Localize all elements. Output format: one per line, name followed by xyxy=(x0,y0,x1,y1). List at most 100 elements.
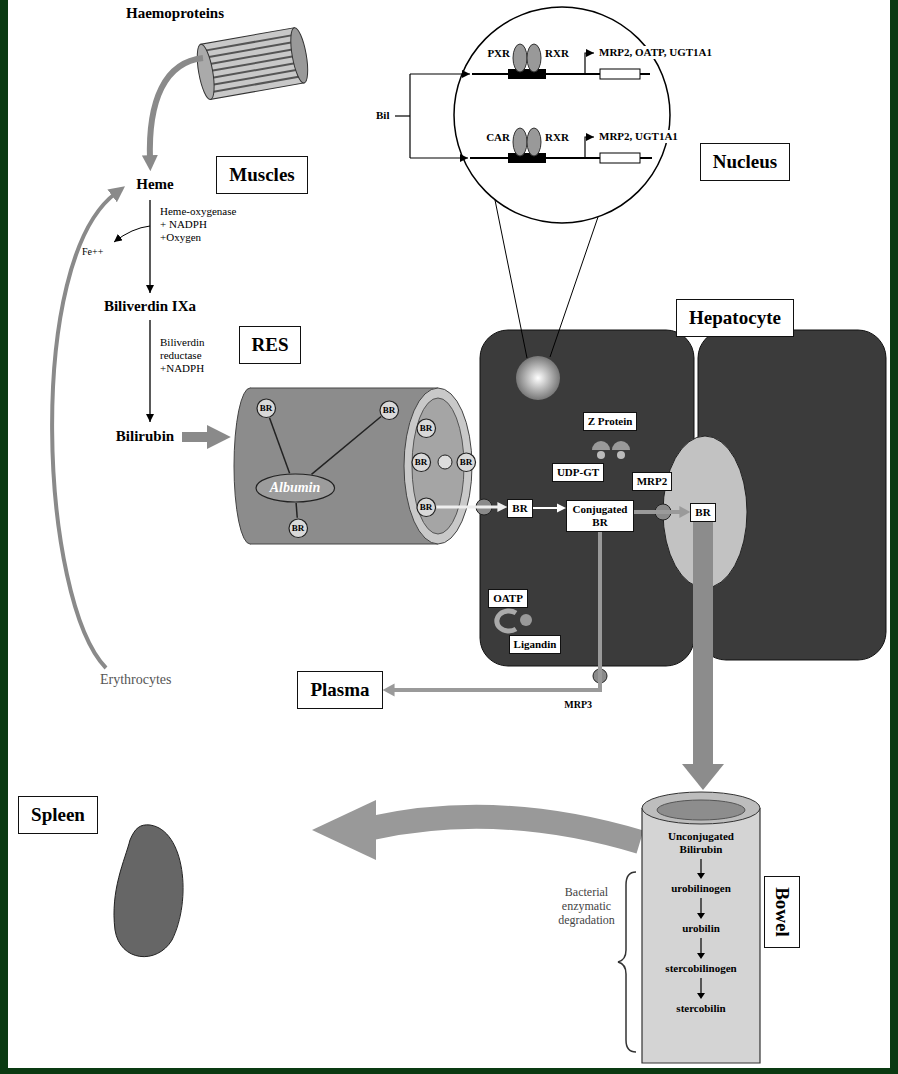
tube-opening xyxy=(642,792,760,824)
node-text: Albumin xyxy=(270,480,321,496)
step-arrow xyxy=(700,938,701,954)
label-text: RXR xyxy=(545,47,569,60)
region-label-box: Bowel xyxy=(764,876,800,948)
iron-arrow xyxy=(114,226,150,242)
art-ellipse xyxy=(404,388,472,544)
bilirubin-circle: BR xyxy=(416,418,437,439)
arrowhead xyxy=(697,913,705,919)
molecule-box: Ligandin xyxy=(509,635,562,654)
art-line xyxy=(495,200,527,358)
molecule-box: BR xyxy=(507,499,532,518)
node-text: stercobilinogen xyxy=(665,962,736,975)
art-line xyxy=(202,35,296,51)
art-circle xyxy=(454,7,670,223)
connector-line xyxy=(634,510,682,514)
node-text: Plasma xyxy=(310,679,369,701)
label-text: Fe++ xyxy=(82,246,103,257)
node-text: BR xyxy=(420,502,433,512)
node-text: Spleen xyxy=(31,804,85,826)
art-ellipse xyxy=(412,398,464,534)
tube-body xyxy=(642,808,760,1063)
shape-fill xyxy=(256,474,335,502)
art-circle xyxy=(438,455,452,469)
bilirubin-circle: BR xyxy=(416,497,437,518)
molecule-box: MRP2 xyxy=(632,472,673,491)
molecule-box: BR xyxy=(690,503,715,522)
release-arrow xyxy=(150,58,203,160)
label-text: Haemoproteins xyxy=(126,5,224,22)
shape-fill xyxy=(257,399,276,418)
art-path xyxy=(585,53,594,74)
step-arrow xyxy=(700,898,701,914)
bilirubin-circle: BR xyxy=(288,518,309,539)
art-line xyxy=(203,42,297,58)
bilirubin-circle: BR xyxy=(256,398,277,419)
shape-fill xyxy=(380,401,399,420)
node-text: Hepatocyte xyxy=(689,307,781,329)
region-label-box: Nucleus xyxy=(700,143,790,181)
art-ellipse xyxy=(287,27,311,85)
label-text: RXR xyxy=(545,131,569,144)
art-line xyxy=(206,55,300,71)
region-label-box: Hepatocyte xyxy=(676,299,794,337)
label-text: CAR xyxy=(486,131,510,144)
art-rect xyxy=(508,153,546,163)
arrowhead xyxy=(697,873,705,879)
haemoprotein-fibre xyxy=(194,27,311,101)
label-text: Biliverdin IXa xyxy=(104,298,196,315)
region-label-box: Plasma xyxy=(297,671,382,709)
art-line xyxy=(250,544,438,545)
connector xyxy=(311,417,381,475)
cell-nucleus xyxy=(516,356,560,400)
bracket xyxy=(618,872,636,1052)
art-rect xyxy=(201,28,304,100)
art-ellipse xyxy=(513,128,527,156)
recycle-arrow xyxy=(52,193,116,668)
node-text: Conjugated BR xyxy=(571,503,629,529)
art-circle xyxy=(597,451,605,459)
node-text: BR xyxy=(420,423,433,433)
region-label-box: Spleen xyxy=(18,796,98,834)
shape-fill xyxy=(417,498,436,517)
label-text: Bil xyxy=(376,109,389,122)
node-text: Ligandin xyxy=(514,638,557,651)
art-rect xyxy=(600,69,640,79)
label-text: MRP2, UGT1A1 xyxy=(597,130,680,143)
transfer-arrow xyxy=(182,432,214,442)
art-path xyxy=(585,137,594,158)
arrowhead xyxy=(679,506,690,518)
node-text: BR xyxy=(260,403,273,413)
molecule-box: UDP-GT xyxy=(552,463,604,482)
arrowhead xyxy=(497,502,507,512)
bowel-tube: Unconjugated Bilirubinurobilinogenurobil… xyxy=(640,790,762,1065)
art-line xyxy=(550,217,598,357)
blood-vessel xyxy=(234,388,472,544)
connector xyxy=(383,532,600,697)
step-arrow xyxy=(700,978,701,994)
art-line xyxy=(207,62,301,78)
connector-line xyxy=(269,418,289,473)
art-circle xyxy=(520,614,532,626)
art-rect xyxy=(600,153,640,163)
node-text: RES xyxy=(252,334,289,356)
step-arrow xyxy=(149,320,150,422)
connector-line xyxy=(693,522,713,770)
connector xyxy=(634,506,690,518)
shape-fill xyxy=(457,453,476,472)
bilirubin-circle: BR xyxy=(456,452,477,473)
hepatocyte-cells xyxy=(476,330,886,683)
art-line xyxy=(395,115,410,116)
art-line xyxy=(250,388,438,389)
arrowhead xyxy=(697,953,705,959)
node-text: BR xyxy=(415,457,428,467)
z-protein-shape xyxy=(612,441,630,450)
molecule-box: OATP xyxy=(488,589,528,608)
arrowhead xyxy=(557,504,566,513)
connector xyxy=(533,504,566,513)
connector-line xyxy=(533,507,559,509)
connector xyxy=(296,503,297,518)
connector-line xyxy=(311,417,381,475)
region-label-box: Muscles xyxy=(216,156,307,194)
art-ellipse xyxy=(194,43,218,101)
node-text: Nucleus xyxy=(713,151,777,173)
